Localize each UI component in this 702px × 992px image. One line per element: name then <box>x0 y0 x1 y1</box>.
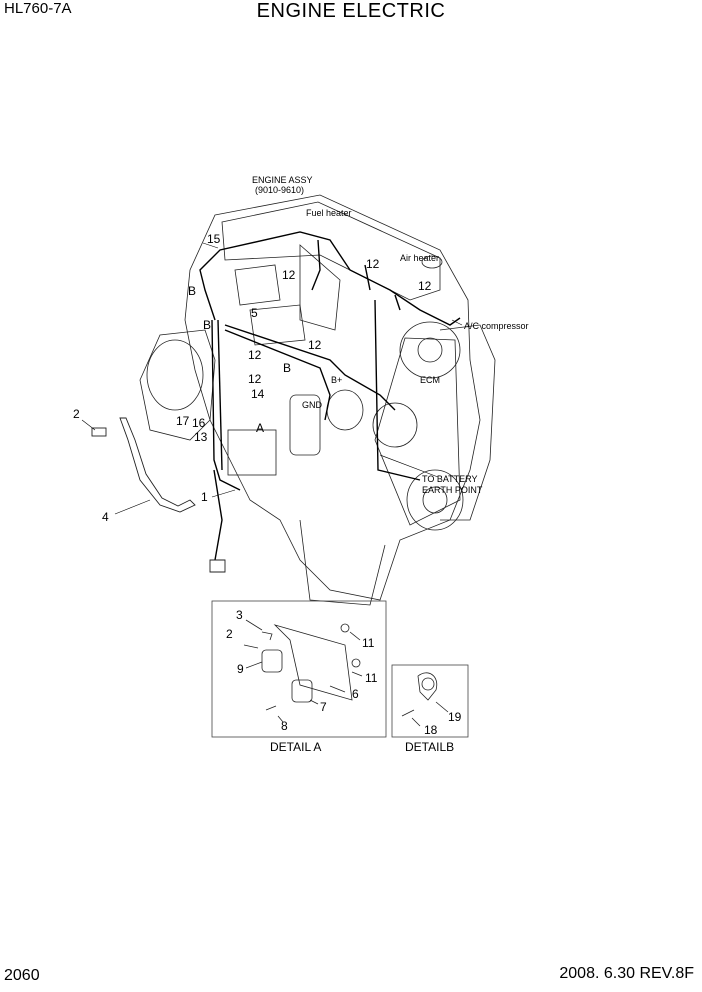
callout-16: 16 <box>192 416 206 430</box>
page-number: 2060 <box>4 967 40 984</box>
detail-b-callout-19: 19 <box>448 710 462 724</box>
fan-pulley <box>399 321 461 379</box>
callout-1: 1 <box>201 490 208 504</box>
detail-a-callout-2: 2 <box>226 627 233 641</box>
bolt <box>91 427 107 437</box>
detail-a-callout-8: 8 <box>281 719 288 733</box>
callout-5: 5 <box>251 306 258 320</box>
detail-a-callout-6: 6 <box>352 687 359 701</box>
label-b-2: B <box>203 318 211 332</box>
callout-13: 13 <box>194 430 208 444</box>
label-ac-compressor: A/C compressor <box>464 321 529 331</box>
detail-a-caption: DETAIL A <box>270 740 321 754</box>
gear-housing <box>439 324 496 521</box>
page-title: ENGINE ELECTRIC <box>256 0 446 22</box>
ground-strap <box>119 417 196 513</box>
label-fuel-heater: Fuel heater <box>306 208 352 218</box>
callout-12: 12 <box>282 268 296 282</box>
rocker-cover <box>221 201 441 301</box>
callout-14: 14 <box>251 387 265 401</box>
clamp-19 <box>417 672 438 701</box>
callout-4: 4 <box>102 510 109 524</box>
relay-9 <box>261 649 283 673</box>
detail-a-callout-7: 7 <box>320 700 327 714</box>
detail-b-caption: DETAILB <box>405 740 454 754</box>
crank-pulley <box>406 469 464 531</box>
callout-2: 2 <box>73 407 80 421</box>
label-b-1: B <box>188 284 196 298</box>
detail-a-callout-3: 3 <box>236 608 243 622</box>
detail-a-callout-11: 11 <box>362 636 375 650</box>
label-air-heater: Air heater <box>400 253 439 263</box>
label-engine-code: (9010-9610) <box>255 185 304 195</box>
callout-17: 17 <box>176 414 190 428</box>
model-number: HL760-7A <box>4 0 72 17</box>
label-battery-2: EARTH POINT <box>422 485 483 495</box>
label-battery-1: TO BATTERY <box>422 474 478 484</box>
label-ecm: ECM <box>420 375 440 385</box>
engine-block-outline <box>184 194 481 601</box>
detail-b-callout-18: 18 <box>424 723 438 737</box>
callout-12: 12 <box>248 372 262 386</box>
mounting-bracket <box>273 624 353 701</box>
harness-main <box>199 231 461 326</box>
ecm-bracket <box>227 429 277 476</box>
label-b-3: B <box>283 361 291 375</box>
connector <box>209 559 226 573</box>
callout-15: 15 <box>207 232 221 246</box>
detail-a-callout-9: 9 <box>237 662 244 676</box>
relay-7 <box>291 679 313 703</box>
detail-a-callout-11: 11 <box>365 671 378 685</box>
detail-b-frame <box>391 664 469 738</box>
callout-12: 12 <box>248 348 262 362</box>
revision-date: 2008. 6.30 REV.8F <box>559 965 694 982</box>
label-gnd: GND <box>302 400 323 410</box>
label-b-plus: B+ <box>331 375 342 385</box>
callout-12: 12 <box>366 257 380 271</box>
belt <box>374 337 461 526</box>
detail-a-frame <box>211 600 387 738</box>
label-engine-assy: ENGINE ASSY <box>252 175 313 185</box>
oil-pan <box>299 519 386 606</box>
alternator <box>372 402 418 448</box>
callout-12: 12 <box>418 279 432 293</box>
label-a: A <box>256 421 264 435</box>
fuel-filter <box>289 394 321 456</box>
callout-12: 12 <box>308 338 322 352</box>
